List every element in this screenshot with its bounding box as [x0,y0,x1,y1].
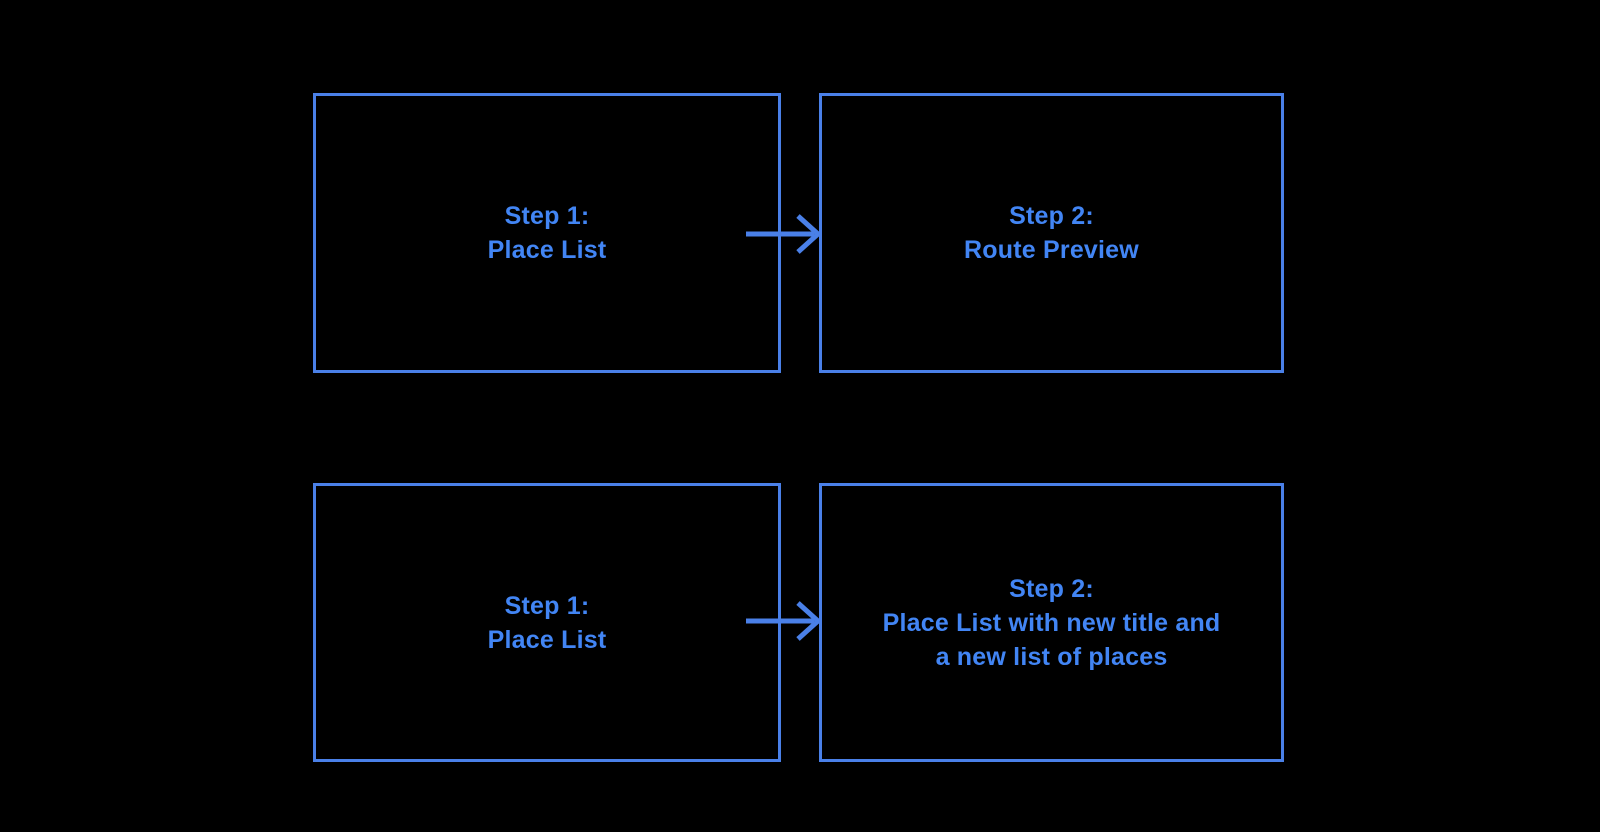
box-label-line: a new list of places [935,642,1168,671]
arrow-right-icon [746,214,822,254]
flow-box-step2-place-list-new: Step 2: Place List with new title and a … [819,483,1284,762]
box-label-line: Step 2: [1009,574,1094,603]
box-label-line: Place List [487,236,607,264]
box-label-line: Place List [487,625,607,654]
flow-box-step1-place-list-2: Step 1: Place List [313,483,781,762]
box-label-line: Step 1: [504,591,590,620]
flow-box-step1-place-list: Step 1: Place List [313,93,781,373]
box-label-line: Step 2: [1009,202,1094,230]
flow-box-step2-route-preview: Step 2: Route Preview [819,93,1284,373]
arrow-right-icon [746,601,822,641]
box-label-line: Step 1: [504,202,590,230]
box-label-line: Route Preview [964,236,1139,264]
box-label-line: Place List with new title and [882,608,1221,637]
